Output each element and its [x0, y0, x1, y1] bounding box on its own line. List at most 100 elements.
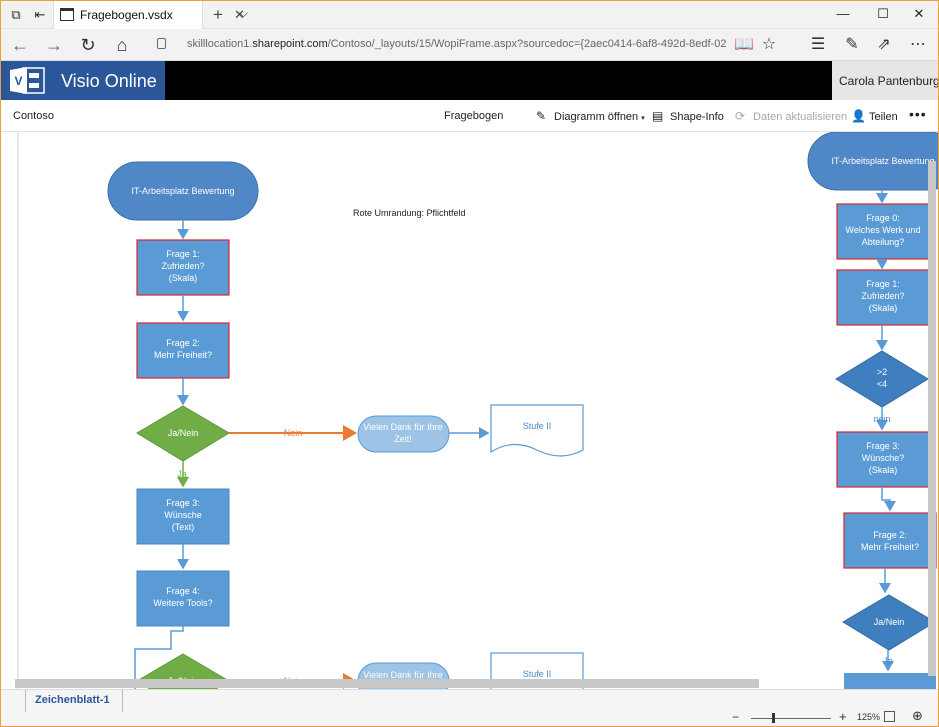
shape-info-icon: ▤: [652, 109, 664, 123]
right-no-label: nein: [873, 414, 890, 424]
zoom-out-icon[interactable]: −: [732, 710, 740, 724]
reading-view-icon[interactable]: 📖: [734, 36, 754, 53]
sheet-tab[interactable]: Zeichenblatt-1: [25, 690, 123, 712]
horizontal-scrollbar[interactable]: [15, 679, 759, 688]
svg-text:Vielen Dank für Ihre: Vielen Dank für Ihre: [363, 422, 442, 432]
right-yes-label: Ja: [883, 656, 893, 666]
lock-icon: [157, 38, 166, 49]
shape-info-button[interactable]: ▤Shape-Info: [652, 109, 724, 123]
back-icon[interactable]: ←: [11, 35, 29, 55]
favorites-hub-icon[interactable]: ☰: [810, 36, 826, 53]
refresh-icon[interactable]: ↻: [80, 35, 96, 55]
share-button[interactable]: 👤Teilen: [851, 109, 898, 123]
tab-strip: ⧉ ⇤ Fragebogen.vsdx ✕ + ⌵ — ☐ ✕: [1, 1, 938, 29]
svg-text:Frage 1:: Frage 1:: [866, 279, 900, 289]
zoom-slider[interactable]: [751, 718, 831, 719]
tab-list-icon[interactable]: ⧉: [11, 7, 21, 22]
user-account[interactable]: Carola Pantenburg: [832, 61, 938, 100]
close-window-icon[interactable]: ✕: [913, 6, 925, 21]
url-text: skilllocation1.sharepoint.com/Contoso/_l…: [187, 38, 727, 50]
chevron-down-icon[interactable]: ⌵: [239, 6, 249, 20]
start-terminator[interactable]: IT-Arbeitsplatz Bewertung: [107, 161, 259, 221]
close-tab-icon[interactable]: ✕: [234, 7, 245, 22]
url-field[interactable]: skilllocation1.sharepoint.com/Contoso/_l…: [151, 33, 731, 57]
stage-document-shape[interactable]: Stufe II: [490, 404, 584, 457]
visio-logo-icon: V: [10, 67, 45, 94]
question-4-box[interactable]: Frage 4: Weitere Tools?: [136, 570, 230, 627]
question-1-box[interactable]: Frage 1: Zufrieden? (Skala): [136, 239, 230, 296]
zoom-level: 125%: [857, 712, 881, 722]
svg-text:Frage 0:: Frage 0:: [866, 213, 900, 223]
svg-text:Frage 1:: Frage 1:: [166, 249, 200, 259]
home-icon[interactable]: ⌂: [116, 35, 128, 55]
question-2-box[interactable]: Frage 2: Mehr Freiheit?: [136, 322, 230, 379]
svg-text:(Skala): (Skala): [869, 465, 898, 475]
svg-text:Frage 4:: Frage 4:: [166, 586, 200, 596]
breadcrumb[interactable]: Contoso: [13, 110, 54, 122]
svg-text:Wünsche?: Wünsche?: [862, 453, 905, 463]
loop-connector: [134, 626, 184, 690]
share-browser-icon[interactable]: ⇗: [877, 36, 891, 53]
svg-text:(Skala): (Skala): [869, 303, 898, 313]
zoom-search-icon[interactable]: ⊕: [912, 708, 923, 723]
more-browser-icon[interactable]: ⋯: [910, 36, 926, 53]
svg-text:Mehr Freiheit?: Mehr Freiheit?: [154, 350, 212, 360]
right-question-1-box[interactable]: Frage 1: Zufrieden? (Skala): [836, 269, 930, 326]
svg-text:Mehr Freiheit?: Mehr Freiheit?: [861, 542, 919, 552]
set-tabs-aside-icon[interactable]: ⇤: [34, 7, 46, 22]
pencil-icon: ✎: [536, 109, 547, 123]
web-note-icon[interactable]: ✎: [845, 36, 859, 53]
tab-title: Fragebogen.vsdx: [80, 8, 173, 22]
svg-text:Wünsche: Wünsche: [164, 510, 202, 520]
app-brand[interactable]: V Visio Online: [1, 61, 165, 100]
vertical-scrollbar[interactable]: [928, 161, 936, 676]
svg-text:Ja/Nein: Ja/Nein: [874, 617, 905, 627]
svg-text:V: V: [14, 74, 22, 88]
maximize-icon[interactable]: ☐: [877, 6, 889, 21]
yes-label: Ja: [177, 469, 187, 479]
decision-diamond[interactable]: Ja/Nein: [136, 405, 230, 462]
right-question-2-box[interactable]: Frage 2: Mehr Freiheit?: [843, 512, 937, 569]
svg-text:Zufrieden?: Zufrieden?: [861, 291, 904, 301]
svg-text:Weitere Tools?: Weitere Tools?: [153, 598, 212, 608]
svg-text:Abteilung?: Abteilung?: [862, 237, 905, 247]
refresh-data-button[interactable]: ⟳Daten aktualisieren: [735, 109, 848, 123]
new-tab-icon[interactable]: +: [213, 5, 223, 24]
thanks-terminator[interactable]: Vielen Dank für Ihre Zeit!: [357, 415, 450, 453]
add-person-icon: 👤: [851, 109, 866, 123]
zoom-slider-thumb[interactable]: [772, 713, 775, 723]
zoom-in-icon[interactable]: +: [839, 709, 847, 724]
right-next-box[interactable]: [844, 673, 936, 690]
svg-text:Stufe II: Stufe II: [523, 669, 552, 679]
open-diagram-button[interactable]: ✎Diagramm öffnen ▾: [536, 109, 645, 123]
more-commands-icon[interactable]: •••: [909, 106, 927, 122]
svg-text:Frage 3:: Frage 3:: [166, 498, 200, 508]
refresh-data-icon: ⟳: [735, 109, 746, 123]
svg-text:Stufe II: Stufe II: [523, 421, 552, 431]
svg-text:Frage 3:: Frage 3:: [866, 441, 900, 451]
svg-text:Ja/Nein: Ja/Nein: [168, 428, 199, 438]
svg-text:IT-Arbeitsplatz Bewertung: IT-Arbeitsplatz Bewertung: [131, 186, 234, 196]
svg-text:(Text): (Text): [172, 522, 195, 532]
svg-text:IT-Arbeitsplatz Bewertung: IT-Arbeitsplatz Bewertung: [831, 156, 934, 166]
fit-to-window-icon[interactable]: [884, 711, 895, 722]
svg-text:>2: >2: [877, 367, 887, 377]
right-question-3-box[interactable]: Frage 3: Wünsche? (Skala): [836, 431, 930, 488]
svg-text:Zufrieden?: Zufrieden?: [161, 261, 204, 271]
right-question-0-box[interactable]: Frage 0: Welches Werk und Abteilung?: [836, 203, 930, 260]
diagram-note: Rote Umrandung: Pflichtfeld: [353, 208, 466, 218]
favorite-star-icon[interactable]: ☆: [761, 36, 777, 53]
svg-text:(Skala): (Skala): [169, 273, 198, 283]
document-title: Fragebogen: [444, 110, 504, 122]
right-decision-diamond-2[interactable]: Ja/Nein: [842, 594, 936, 651]
diagram-canvas[interactable]: Rote Umrandung: Pflichtfeld IT-Arbeitspl…: [1, 132, 938, 690]
forward-icon[interactable]: →: [45, 35, 63, 55]
tab-active[interactable]: Fragebogen.vsdx ✕: [53, 1, 245, 29]
question-3-box[interactable]: Frage 3: Wünsche (Text): [136, 488, 230, 545]
svg-text:Welches Werk und: Welches Werk und: [845, 225, 920, 235]
minimize-icon[interactable]: —: [836, 6, 850, 21]
right-decision-diamond[interactable]: >2 <4: [835, 350, 929, 408]
svg-text:<4: <4: [877, 379, 887, 389]
app-header: V Visio Online Carola Pantenburg: [1, 61, 938, 100]
right-start-terminator[interactable]: IT-Arbeitsplatz Bewertung: [807, 132, 938, 191]
